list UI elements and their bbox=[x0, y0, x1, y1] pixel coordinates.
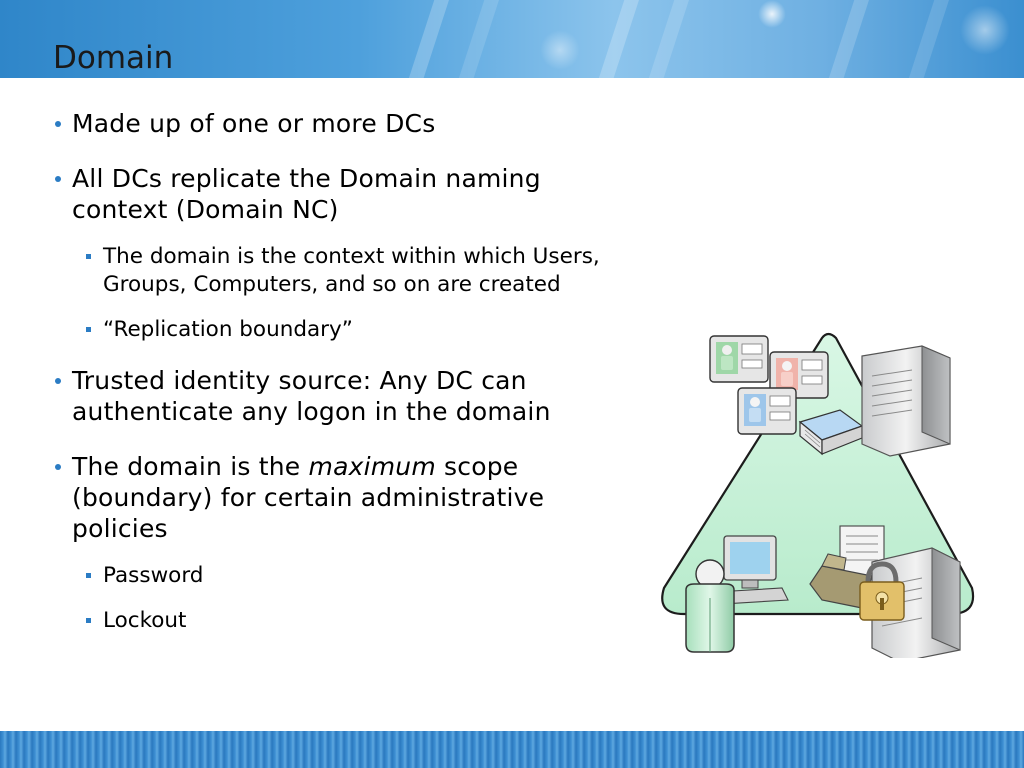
header-banner bbox=[0, 0, 1024, 78]
bullet-maximum-scope-post: scope (boundary) for certain administrat… bbox=[72, 452, 545, 543]
bullet-list: Made up of one or more DCs All DCs repli… bbox=[52, 108, 652, 656]
subbullet-context: The domain is the context within which U… bbox=[84, 243, 643, 299]
user-card-icon bbox=[737, 387, 797, 435]
footer-band bbox=[0, 731, 1024, 768]
bullet-replicate: All DCs replicate the Domain naming cont… bbox=[52, 163, 612, 225]
subbullet-lockout: Lockout bbox=[84, 607, 652, 635]
subbullet-replication-boundary: “Replication boundary” bbox=[84, 316, 652, 344]
bullet-maximum-scope: The domain is the maximum scope (boundar… bbox=[52, 451, 617, 544]
server-icon bbox=[861, 345, 951, 457]
computer-icon bbox=[715, 535, 789, 605]
user-card-icon bbox=[709, 335, 769, 383]
slide-title: Domain bbox=[53, 40, 174, 76]
domain-illustration bbox=[661, 332, 975, 658]
bullet-maximum-scope-pre: The domain is the bbox=[72, 452, 309, 481]
subbullet-password: Password bbox=[84, 562, 652, 590]
lock-icon bbox=[859, 561, 905, 621]
user-card-icon bbox=[769, 351, 829, 399]
bullet-maximum-emphasis: maximum bbox=[308, 452, 436, 481]
bullet-trusted-identity: Trusted identity source: Any DC can auth… bbox=[52, 365, 617, 427]
person-icon bbox=[685, 559, 735, 653]
bullet-dcs: Made up of one or more DCs bbox=[52, 108, 652, 139]
